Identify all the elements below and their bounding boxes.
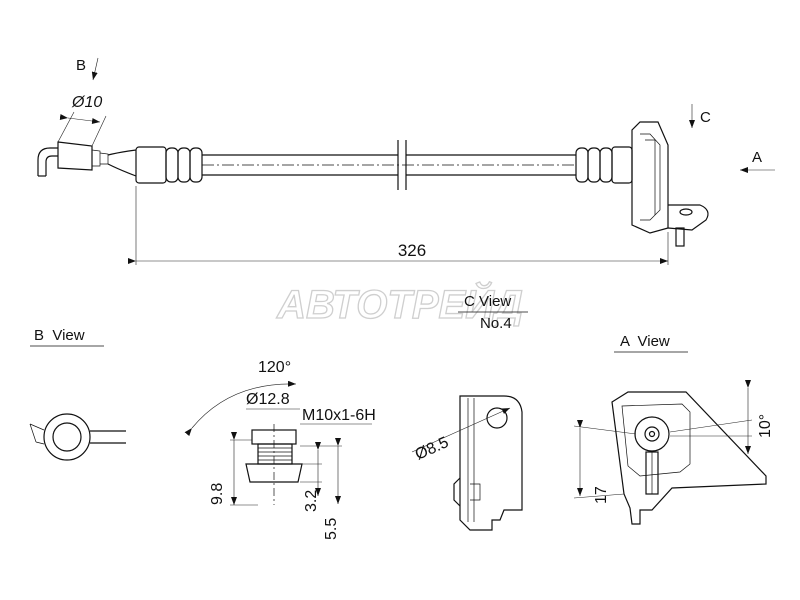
fitting-diameter-label: Ø10 xyxy=(71,94,102,111)
a-view: A View 10° 17 xyxy=(573,333,774,525)
overall-length-dimension: 326 xyxy=(128,186,669,265)
fitting-dim-b-label: 5.5 xyxy=(323,518,340,540)
fitting-diameter-dimension: Ø10 xyxy=(57,94,107,147)
hose-assembly xyxy=(37,121,709,247)
fitting-height-label: 9.8 xyxy=(209,483,226,505)
fitting-detail: 120° Ø12.8 M10x1-6H 9.8 3.2 5.5 xyxy=(184,359,376,540)
a-view-angle-label: 10° xyxy=(757,414,774,438)
view-arrow-b: B xyxy=(76,57,99,81)
b-view: B View xyxy=(29,327,126,461)
fitting-diameter-12-label: Ø12.8 xyxy=(246,391,290,408)
fitting-thread-label: M10x1-6H xyxy=(302,407,376,424)
view-arrow-a: A xyxy=(740,149,775,173)
view-arrow-c-label: C xyxy=(700,109,711,126)
watermark-text: АВТОТРЕЙД xyxy=(276,280,523,327)
c-view-subtitle: No.4 xyxy=(480,315,512,332)
a-view-title: A View xyxy=(620,333,670,350)
fitting-angle-label: 120° xyxy=(258,359,291,376)
view-arrow-a-label: A xyxy=(752,149,762,166)
overall-length-label: 326 xyxy=(398,241,426,260)
b-view-title: B View xyxy=(34,327,85,344)
view-arrow-b-label: B xyxy=(76,57,86,74)
c-view-title: C View xyxy=(464,293,511,310)
view-arrow-c: C xyxy=(689,104,711,128)
a-view-offset-label: 17 xyxy=(593,486,610,504)
fitting-dim-a-label: 3.2 xyxy=(303,490,320,512)
c-view: C View No.4 Ø8.5 xyxy=(411,293,528,531)
c-view-hole-diameter: Ø8.5 xyxy=(413,434,452,464)
